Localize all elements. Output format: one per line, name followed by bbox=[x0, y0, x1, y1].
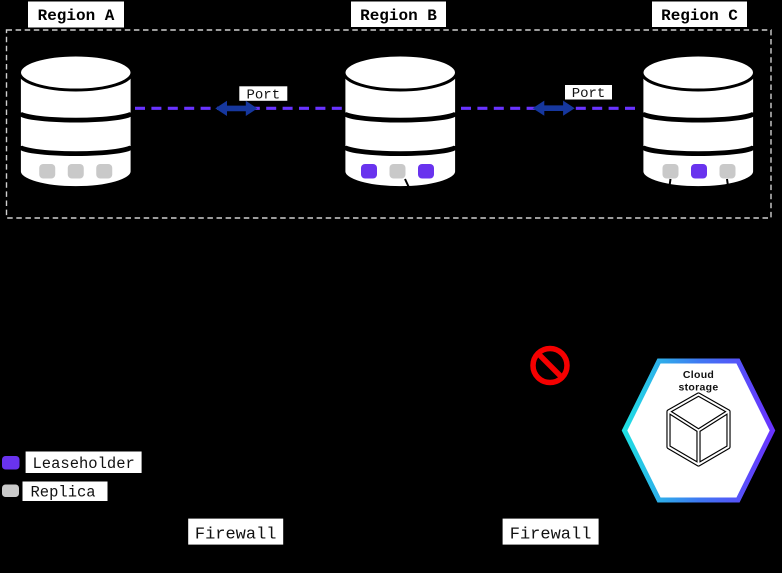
svg-text:Cloud: Cloud bbox=[683, 369, 714, 381]
svg-text:Port: Port bbox=[246, 87, 280, 103]
svg-text:Leaseholder: Leaseholder bbox=[33, 455, 135, 473]
svg-text:storage: storage bbox=[678, 382, 718, 394]
svg-text:Firewall: Firewall bbox=[510, 525, 592, 544]
svg-text:Region C: Region C bbox=[661, 7, 738, 25]
svg-text:Region B: Region B bbox=[360, 7, 437, 25]
svg-text:Replica: Replica bbox=[31, 484, 96, 502]
svg-text:Port: Port bbox=[572, 86, 606, 102]
svg-text:Region A: Region A bbox=[38, 7, 115, 25]
svg-text:Firewall: Firewall bbox=[195, 525, 277, 544]
